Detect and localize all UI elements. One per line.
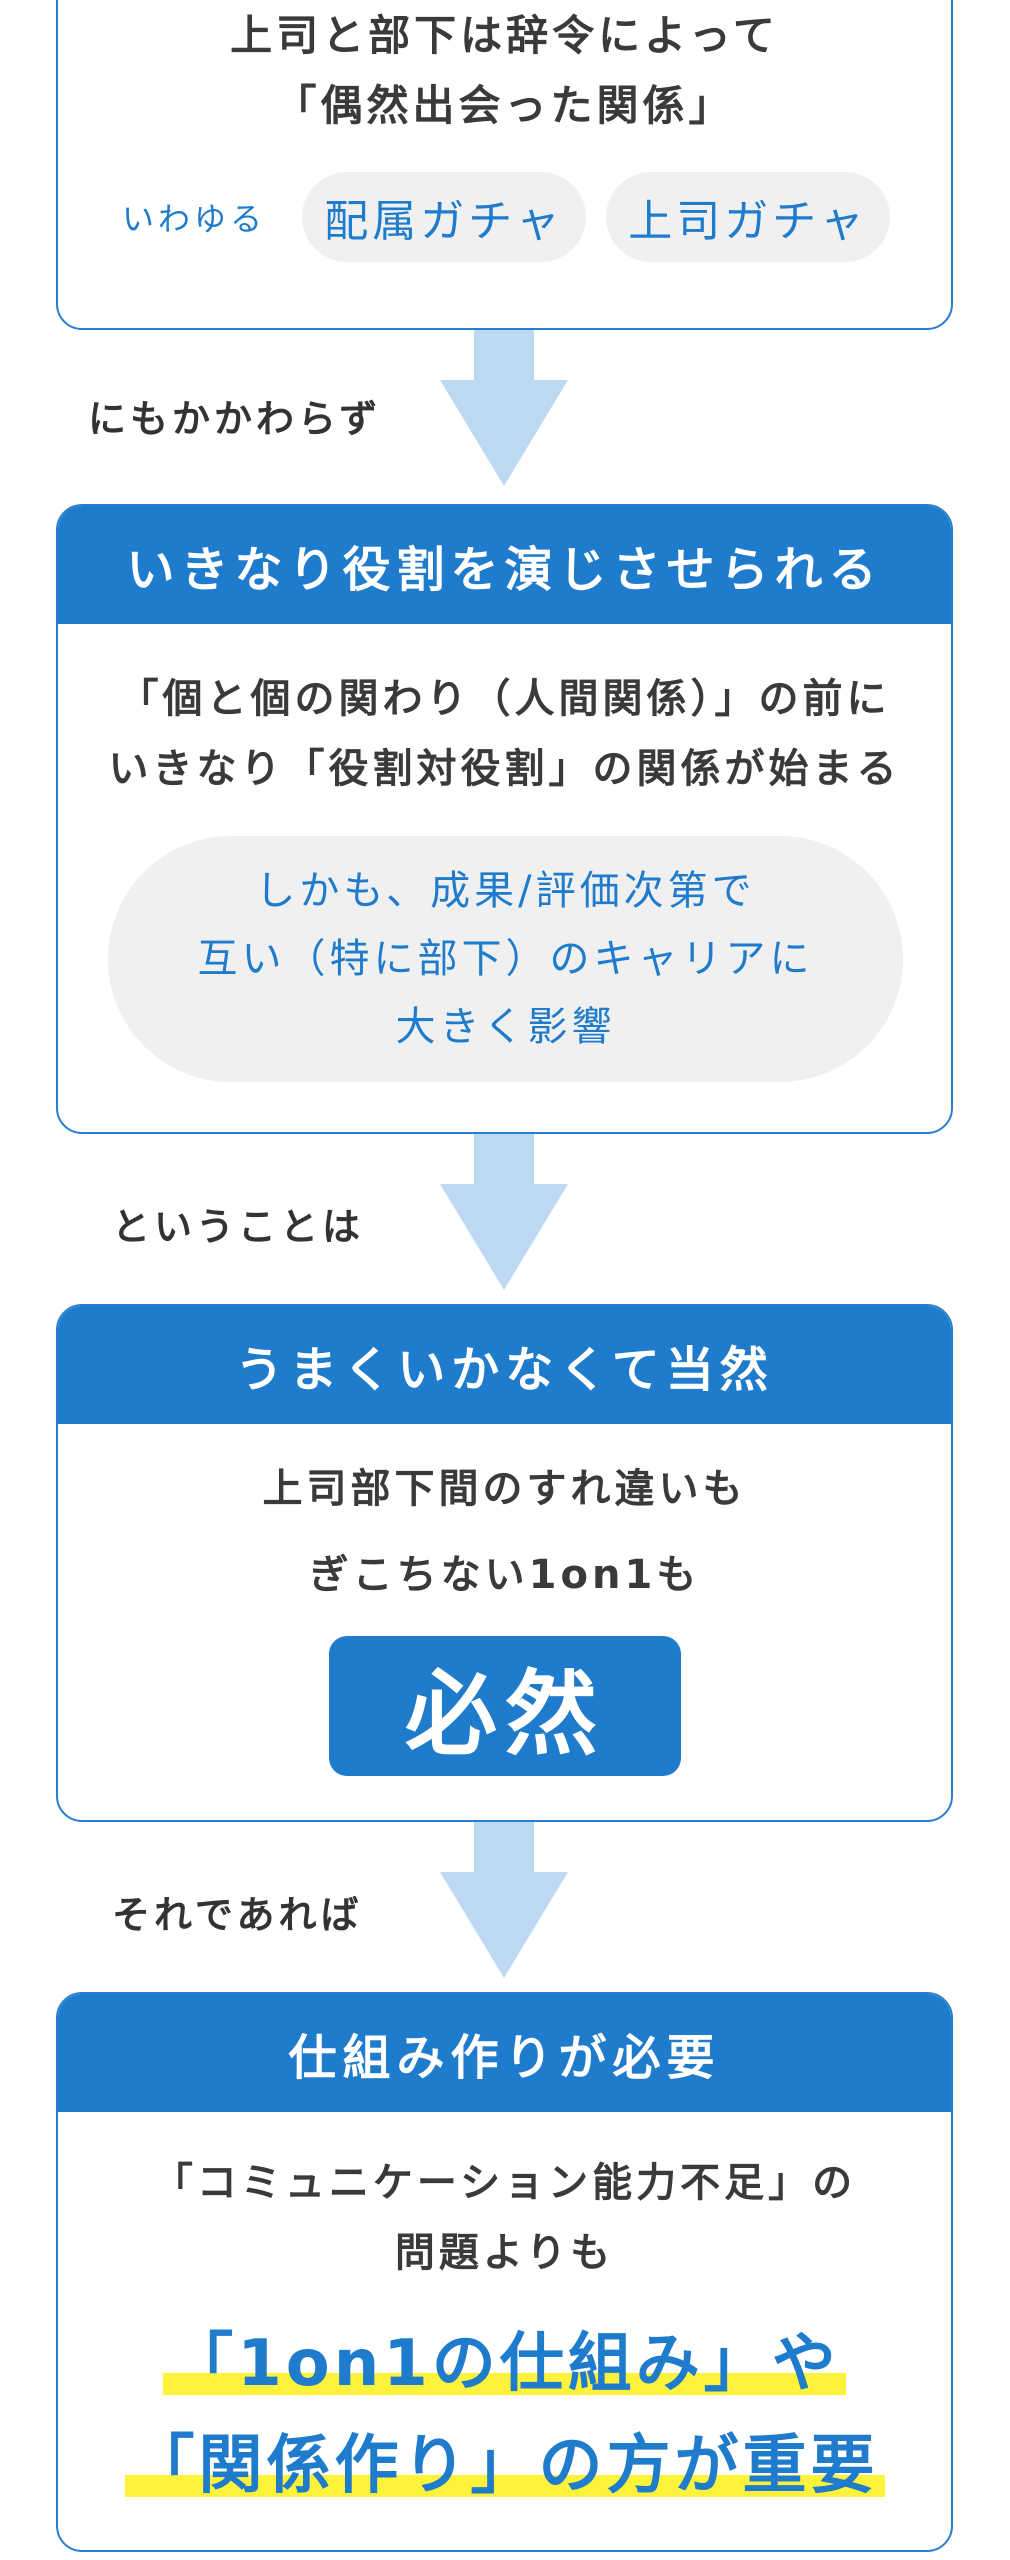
connector-toiukotowa: ということは <box>112 1205 365 1249</box>
highlight-text-2: 「関係作り」の方が重要 <box>124 2429 885 2503</box>
mechanism-card-header: 仕組み作りが必要 <box>58 1994 951 2112</box>
natural-line-1: 上司部下間のすれ違いも <box>262 1466 747 1512</box>
role-line-2: いきなり「役割対役割」の関係が始まる <box>108 746 901 792</box>
intro-prefix: いわゆる <box>122 200 267 238</box>
highlight-line-2: 「関係作り」の方が重要 <box>58 2414 951 2506</box>
natural-line-2: ぎこちない1on1も <box>308 1552 701 1598</box>
mechanism-line-2: 問題よりも <box>394 2230 615 2276</box>
role-card-header: いきなり役割を演じさせられる <box>58 506 951 624</box>
highlight-line-1: 「1on1の仕組み」や <box>58 2312 951 2404</box>
connector-soredeareba: それであれば <box>112 1893 363 1937</box>
highlight-text-1: 「1on1の仕組み」や <box>163 2327 846 2401</box>
pill-haizoku-gacha: 配属ガチャ <box>302 172 586 262</box>
mechanism-card: 仕組み作りが必要 「コミュニケーション能力不足」の 問題よりも 「1on1の仕組… <box>56 1992 953 2552</box>
down-arrow-icon <box>440 330 568 486</box>
role-note-line-2: 互い（特に部下）のキャリアに <box>197 936 814 982</box>
pill-joushi-gacha: 上司ガチャ <box>606 172 890 262</box>
role-note-blob: しかも、成果/評価次第で 互い（特に部下）のキャリアに 大きく影響 <box>108 836 903 1082</box>
natural-card: うまくいかなくて当然 上司部下間のすれ違いも ぎこちない1on1も 必然 <box>56 1304 953 1822</box>
natural-card-header: うまくいかなくて当然 <box>58 1306 951 1424</box>
role-line-1: 「個と個の関わり（人間関係）」の前に <box>118 676 891 722</box>
hitsuzen-badge: 必然 <box>329 1636 681 1776</box>
role-note-line-3: 大きく影響 <box>395 1004 616 1050</box>
connector-nimokakawarazu: にもかかわらず <box>88 397 382 441</box>
role-card: いきなり役割を演じさせられる 「個と個の関わり（人間関係）」の前に いきなり「役… <box>56 504 953 1134</box>
mechanism-line-1: 「コミュニケーション能力不足」の <box>152 2160 857 2206</box>
intro-line-1: 上司と部下は辞令によって <box>230 11 779 60</box>
down-arrow-icon <box>440 1134 568 1290</box>
intro-line-2: 「偶然出会った関係」 <box>274 81 735 130</box>
intro-card: 上司と部下は辞令によって 「偶然出会った関係」 いわゆる 配属ガチャ 上司ガチャ <box>56 0 953 330</box>
role-note-line-1: しかも、成果/評価次第で <box>255 868 756 914</box>
down-arrow-icon <box>440 1822 568 1978</box>
